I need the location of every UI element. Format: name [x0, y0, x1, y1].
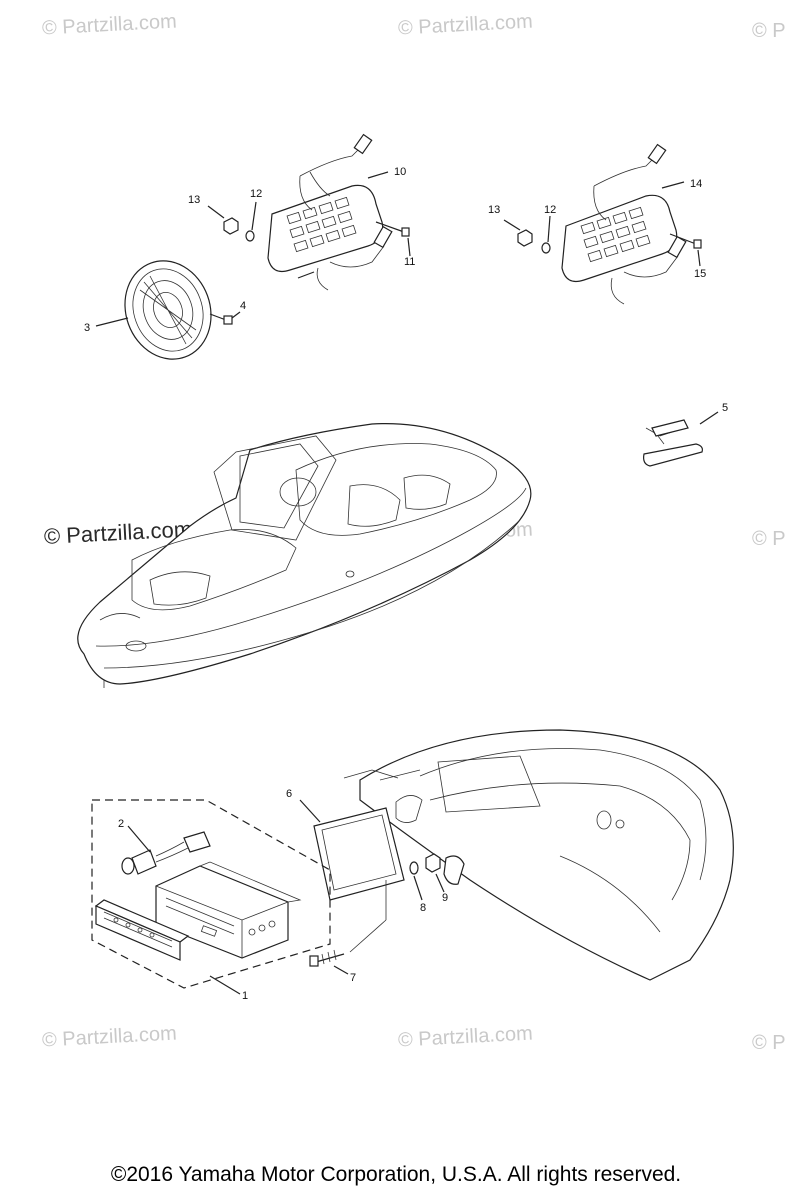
watermark-bottom-right: © P [752, 1032, 786, 1054]
screw-15 [669, 233, 702, 249]
dashboard-section [343, 729, 734, 981]
screw-7 [309, 949, 345, 967]
callout-1: 1 [242, 990, 249, 1002]
callout-15: 15 [694, 268, 707, 280]
switch-panel-right [561, 143, 687, 305]
callout-4: 4 [240, 300, 247, 312]
watermark-top-right: © P [752, 20, 786, 42]
nut-13-right [517, 229, 533, 247]
speaker-grille [124, 260, 212, 360]
callout-11: 11 [404, 256, 416, 268]
callout-9: 9 [442, 892, 449, 904]
courtesy-light [643, 419, 703, 467]
screw-10-lower [297, 271, 315, 279]
washer-8 [409, 861, 419, 875]
washer-12-right [541, 242, 551, 254]
callout-6: 6 [286, 788, 293, 800]
washer-12-left [245, 230, 255, 242]
radio-faceplate [94, 899, 190, 961]
screw-11 [375, 221, 410, 237]
callout-13-left: 13 [188, 194, 201, 206]
copyright-footer: ©2016 Yamaha Motor Corporation, U.S.A. A… [110, 1163, 682, 1186]
callout-10: 10 [394, 166, 407, 178]
wiring-harness [121, 831, 211, 875]
callout-12-right: 12 [544, 204, 557, 216]
callout-12-left: 12 [250, 188, 263, 200]
radio-bezel [313, 807, 405, 901]
radio-kit-boundary [91, 799, 331, 989]
switch-panel-left [267, 133, 393, 291]
callout-14: 14 [690, 178, 703, 190]
callout-8: 8 [420, 902, 427, 914]
nut-9 [425, 853, 441, 873]
callout-7: 7 [350, 972, 357, 984]
watermark-mid-right: © P [752, 528, 786, 550]
speaker-screw [209, 313, 233, 325]
boat-hull [77, 423, 532, 688]
radio-chassis [155, 861, 302, 959]
nut-13-left [223, 217, 239, 235]
callout-13-right: 13 [488, 204, 501, 216]
callout-5: 5 [722, 402, 729, 414]
callout-2: 2 [118, 818, 125, 830]
callout-3: 3 [84, 322, 91, 334]
